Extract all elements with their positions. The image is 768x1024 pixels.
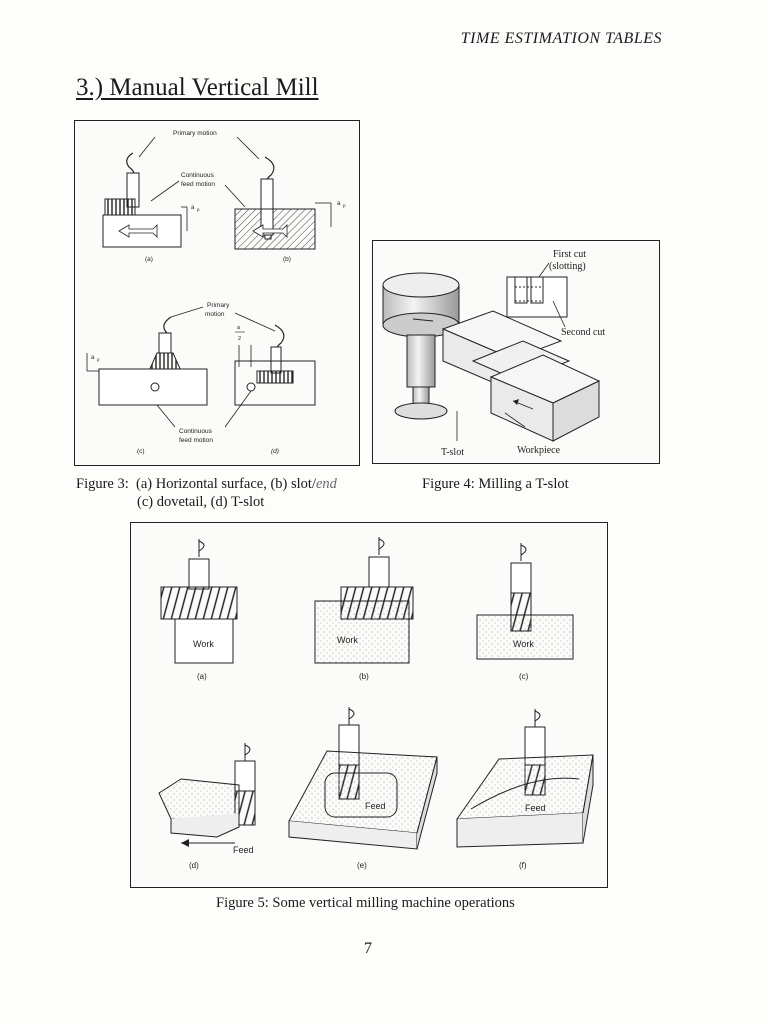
- fig3-ap-a: a: [191, 205, 195, 211]
- fig3-caption-prefix: Figure 3:: [76, 476, 129, 492]
- fig5-panel-a: (a): [197, 672, 207, 681]
- figure-4: First cut (slotting) Second cut Workpiec…: [372, 240, 660, 464]
- fig4-workpiece: Workpiece: [517, 445, 561, 456]
- fig4-first-cut-1: First cut: [553, 249, 586, 260]
- fig5-work-b: Work: [337, 635, 358, 645]
- fig3-caption-line1: (a) Horizontal surface, (b) slot/: [136, 476, 316, 492]
- page-number: 7: [364, 940, 372, 957]
- fig5-panel-e: (e): [357, 861, 367, 870]
- fig3-panel-c: (c): [137, 448, 145, 455]
- fig3-panel-b: (b): [283, 256, 291, 263]
- figure-4-diagram: First cut (slotting) Second cut Workpiec…: [382, 249, 605, 458]
- fig3-primary-bottom-2: motion: [205, 311, 225, 318]
- fig3-ap-c-sub: p: [97, 357, 100, 362]
- figure-5-caption: Figure 5: Some vertical milling machine …: [216, 895, 515, 911]
- fig3-continuous-top-1: Continuous: [181, 172, 215, 179]
- figure-3-diagram: Primary motion Continuous feed motion a …: [86, 130, 346, 455]
- fig3-caption-handwritten: end: [315, 476, 337, 492]
- section-title: 3.) Manual Vertical Mill: [76, 74, 319, 101]
- fig3-ap-b: a: [337, 201, 341, 207]
- fig4-t-slot: T-slot: [441, 447, 464, 458]
- fig3-primary-bottom-1: Primary: [207, 302, 230, 309]
- figure-3: Primary motion Continuous feed motion a …: [74, 120, 360, 466]
- fig5-panel-b: (b): [359, 672, 369, 681]
- fig3-continuous-top-2: feed motion: [181, 181, 215, 188]
- fig3-panel-d: (d): [271, 448, 279, 455]
- fig4-second-cut: Second cut: [561, 327, 605, 338]
- fig5-feed-e: Feed: [365, 801, 386, 811]
- fig3-panel-a: (a): [145, 256, 153, 263]
- fig5-panel-f: (f): [519, 861, 527, 870]
- figure-4-caption: Figure 4: Milling a T-slot: [422, 476, 569, 492]
- fig3-caption-line2: (c) dovetail, (d) T-slot: [137, 494, 265, 510]
- fig3-continuous-bottom-1: Continuous: [179, 428, 213, 435]
- fig5-work-a: Work: [193, 639, 214, 649]
- fig5-panel-d: (d): [189, 861, 199, 870]
- fig4-first-cut-2: (slotting): [549, 261, 586, 272]
- running-header: TIME ESTIMATION TABLES: [460, 30, 662, 47]
- fig3-ap-c: a: [91, 355, 95, 361]
- figure-5: Work (a) Work (b) Work (c) Feed (d): [130, 522, 608, 888]
- fig3-continuous-bottom-2: feed motion: [179, 437, 213, 444]
- figure-5-diagram: Work (a) Work (b) Work (c) Feed (d): [158, 537, 594, 870]
- fig3-primary-motion-top: Primary motion: [173, 130, 217, 137]
- fig3-ap-b-sub: p: [343, 203, 346, 208]
- fig5-work-c: Work: [513, 639, 534, 649]
- fig5-feed-f: Feed: [525, 803, 546, 813]
- fig3-ap-a-sub: p: [197, 207, 200, 212]
- fig5-panel-c: (c): [519, 672, 529, 681]
- fig3-ap2-den: 2: [238, 336, 241, 342]
- figure-3-caption: Figure 3: (a) Horizontal surface, (b) sl…: [76, 476, 337, 493]
- fig3-ap2-a: a: [237, 325, 241, 331]
- fig5-feed-d: Feed: [233, 845, 254, 855]
